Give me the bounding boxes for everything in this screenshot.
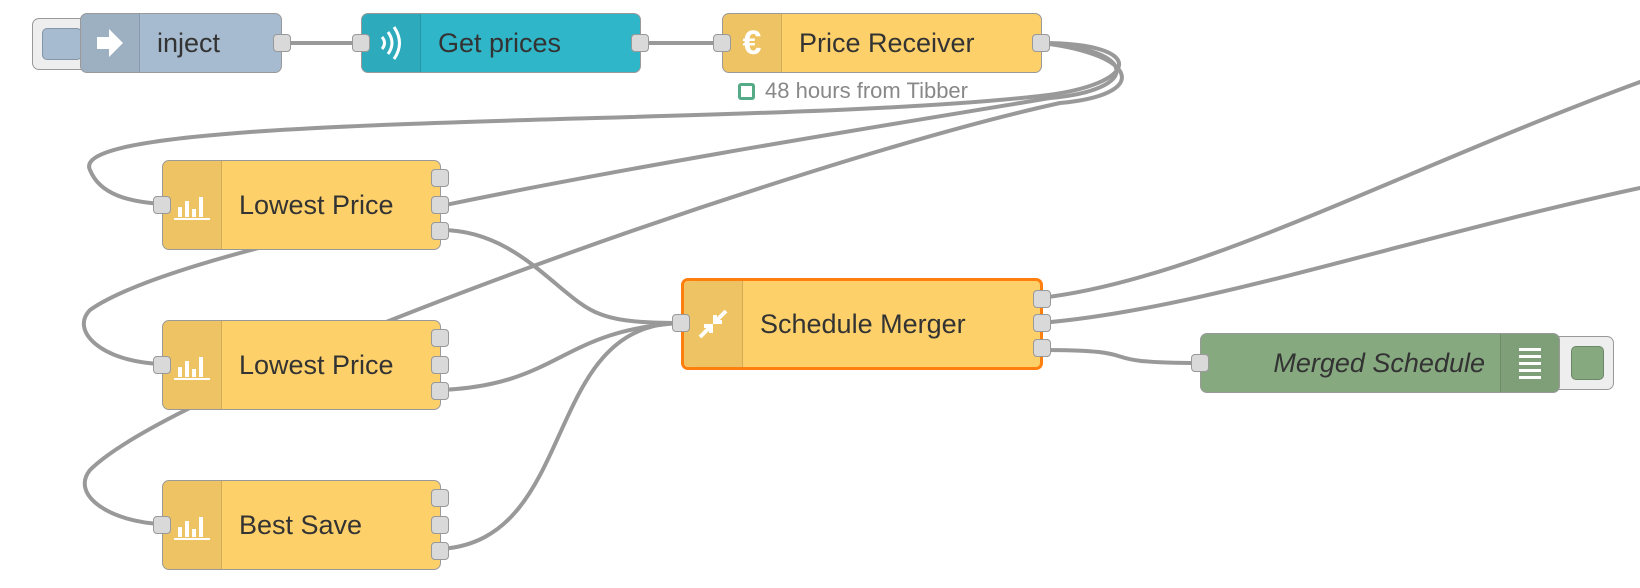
output-port[interactable] [631, 34, 649, 52]
price-receiver-node[interactable]: € Price Receiver [713, 13, 1050, 73]
merge-arrows-icon [684, 281, 743, 367]
input-port[interactable] [672, 314, 690, 332]
output-port-3[interactable] [431, 542, 449, 560]
output-port[interactable] [1032, 34, 1050, 52]
node-label: Lowest Price [239, 189, 394, 220]
input-port[interactable] [352, 34, 370, 52]
output-port-1[interactable] [431, 329, 449, 347]
input-port[interactable] [153, 516, 171, 534]
output-port-1[interactable] [431, 489, 449, 507]
output-port-3[interactable] [431, 222, 449, 240]
status-text: 48 hours from Tibber [765, 78, 968, 103]
best-save-node[interactable]: Best Save [153, 480, 449, 570]
wire-lowest-price-2-to-schedule-merger[interactable] [439, 321, 683, 392]
node-status: 48 hours from Tibber [738, 78, 968, 104]
bar-chart-icon [163, 161, 222, 249]
get-prices-node[interactable]: Get prices [352, 13, 649, 73]
node-label: Merged Schedule [1273, 347, 1485, 378]
output-port-2[interactable] [431, 196, 449, 214]
node-label: inject [157, 27, 221, 58]
bar-chart-icon [163, 321, 222, 409]
inject-node[interactable]: inject [80, 13, 291, 73]
output-port-3[interactable] [431, 382, 449, 400]
lowest-price-node-1[interactable]: Lowest Price [153, 160, 449, 250]
merged-schedule-node[interactable]: Merged Schedule [1191, 333, 1560, 393]
radio-waves-icon [362, 14, 421, 72]
input-port[interactable] [153, 356, 171, 374]
node-label: Schedule Merger [760, 308, 966, 339]
bar-chart-icon [163, 481, 222, 569]
wire-lowest-price-1-to-schedule-merger[interactable] [439, 228, 683, 325]
node-label: Best Save [239, 509, 363, 540]
wire-schedule-merger-to-offscreen-2[interactable] [1038, 186, 1640, 325]
output-port-3[interactable] [1033, 339, 1051, 357]
output-port-1[interactable] [431, 169, 449, 187]
output-port-2[interactable] [431, 516, 449, 534]
wire-schedule-merger-to-offscreen-1[interactable] [1038, 80, 1640, 300]
output-port-1[interactable] [1033, 290, 1051, 308]
node-label: Lowest Price [239, 349, 394, 380]
node-label: Get prices [438, 27, 562, 58]
node-label: Price Receiver [799, 27, 975, 58]
output-port[interactable] [273, 34, 291, 52]
input-port[interactable] [713, 34, 731, 52]
output-port-2[interactable] [1033, 314, 1051, 332]
wire-best-save-to-schedule-merger[interactable] [439, 321, 683, 551]
euro-icon: € [723, 14, 782, 72]
wire-price-receiver-to-lowest-price-2[interactable] [82, 41, 1119, 366]
input-port[interactable] [153, 196, 171, 214]
arrow-right-icon [81, 14, 140, 72]
schedule-merger-node[interactable]: Schedule Merger [672, 278, 1051, 370]
lowest-price-node-2[interactable]: Lowest Price [153, 320, 449, 410]
wire-price-receiver-to-best-save[interactable] [82, 41, 1124, 526]
output-port-2[interactable] [431, 356, 449, 374]
list-icon [1500, 334, 1559, 392]
wire-price-receiver-to-lowest-price-1[interactable] [87, 41, 1121, 206]
input-port[interactable] [1191, 354, 1209, 372]
status-ok-icon [738, 82, 755, 100]
wire-schedule-merger-to-merged-schedule[interactable] [1038, 348, 1202, 365]
